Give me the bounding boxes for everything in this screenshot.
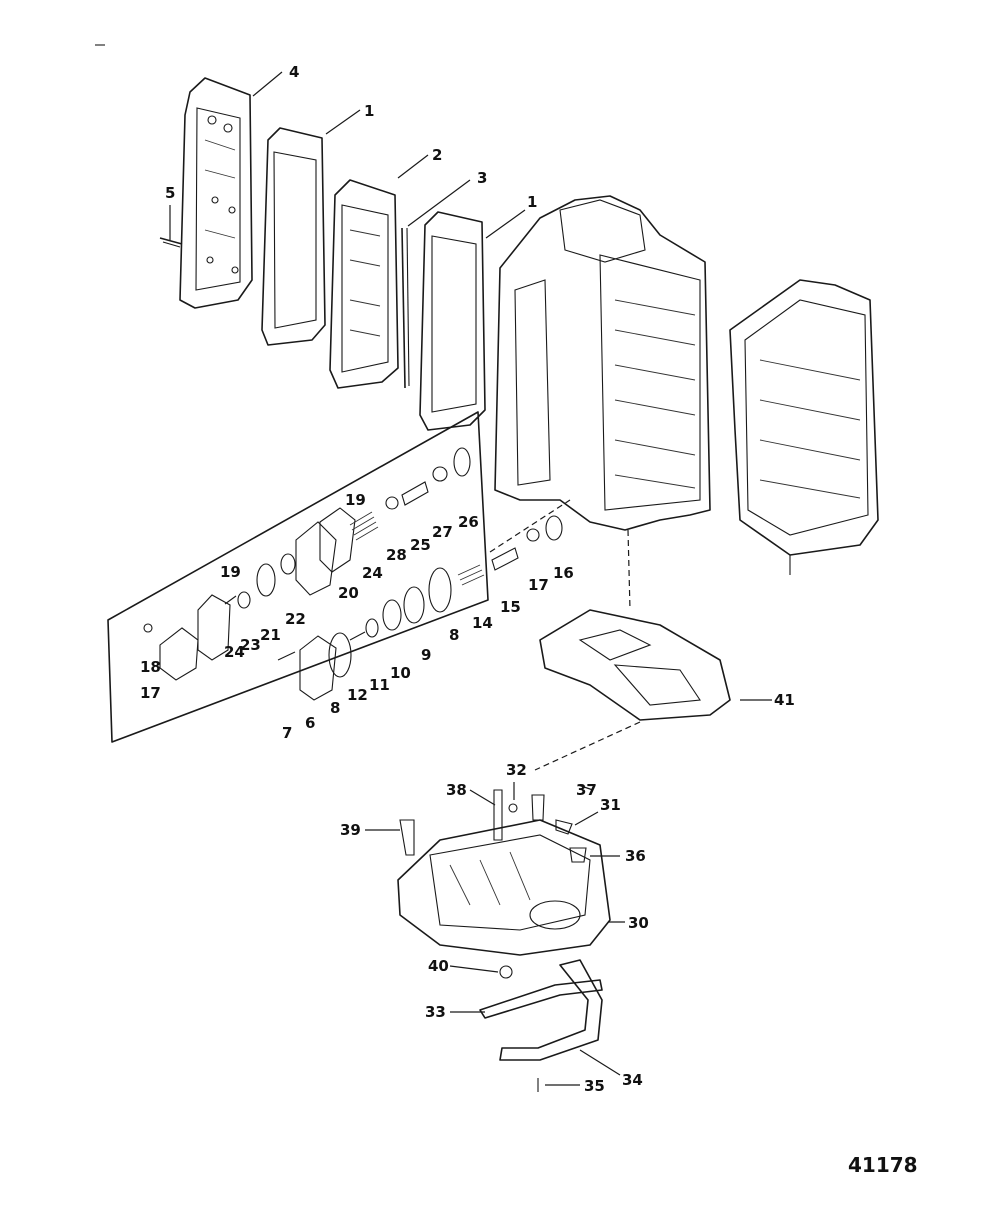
callout-38: 38 — [446, 781, 467, 799]
crankcase-block — [494, 195, 711, 611]
callout-5: 5 — [165, 184, 175, 202]
part-33-strip — [479, 979, 603, 1019]
part-1-gasket-left — [261, 127, 326, 346]
callout-15: 16 — [553, 564, 574, 582]
callout-28: 27 — [432, 523, 453, 541]
callout-29: 28 — [386, 546, 407, 564]
cylinder-block — [729, 279, 879, 575]
callout-34: 34 — [622, 1071, 643, 1089]
part-2-divider-plate — [329, 179, 399, 389]
callout-39: 39 — [340, 821, 361, 839]
callout-19a: 19 — [345, 491, 366, 509]
callout-1b: 1 — [527, 193, 537, 211]
callout-26: 25 — [410, 536, 431, 554]
callout-41: 41 — [774, 691, 795, 709]
callout-21: 21 — [260, 626, 281, 644]
callout-23: 23 — [240, 636, 261, 654]
callout-30: 30 — [628, 914, 649, 932]
callout-24: 24 — [224, 643, 245, 661]
part-3-gasket-strip — [401, 227, 410, 389]
callout-14: 15 — [500, 598, 521, 616]
callout-22: 22 — [285, 610, 306, 628]
callout-31: 31 — [600, 796, 621, 814]
callout-7: 7 — [282, 724, 292, 742]
part-34-bracket — [499, 959, 603, 1061]
callout-20: 20 — [338, 584, 359, 602]
callout-4: 4 — [289, 63, 299, 81]
callout-16: 17 — [528, 576, 549, 594]
callout-33: 33 — [425, 1003, 446, 1021]
callout-8a: 8 — [449, 626, 459, 644]
part-5-screw — [159, 237, 183, 248]
callout-36: 36 — [625, 847, 646, 865]
callout-27: 26 — [458, 513, 479, 531]
callout-18: 18 — [140, 658, 161, 676]
figure-number: 41178 — [848, 1153, 918, 1177]
callout-labels: 4 1 2 3 1 5 19 19 24 28 25 27 26 20 22 2… — [140, 63, 795, 1095]
part-1-gasket-right — [419, 211, 486, 431]
callout-2: 2 — [432, 146, 442, 164]
callout-10: 10 — [390, 664, 411, 682]
relief-valve-group — [107, 411, 571, 743]
callout-12: 12 — [347, 686, 368, 704]
callout-3: 3 — [477, 169, 487, 187]
hardware-bolts — [399, 789, 587, 1092]
callout-37: 37 — [576, 781, 597, 799]
callout-11: 11 — [369, 676, 390, 694]
callout-8b: 8 — [330, 699, 340, 717]
callout-1: 1 — [364, 102, 374, 120]
part-41-gasket — [539, 609, 731, 721]
callout-40: 40 — [428, 957, 449, 975]
callout-9: 9 — [421, 646, 431, 664]
part-30-adapter-plate — [397, 819, 611, 956]
callout-35: 35 — [584, 1077, 605, 1095]
callout-17: 17 — [140, 684, 161, 702]
callout-25: 24 — [362, 564, 383, 582]
part-4-cover-plate — [179, 77, 253, 309]
leader-lines — [169, 71, 772, 1086]
callout-32: 32 — [506, 761, 527, 779]
callout-13: 14 — [472, 614, 493, 632]
callout-19b: 19 — [220, 563, 241, 581]
callout-6: 6 — [305, 714, 315, 732]
